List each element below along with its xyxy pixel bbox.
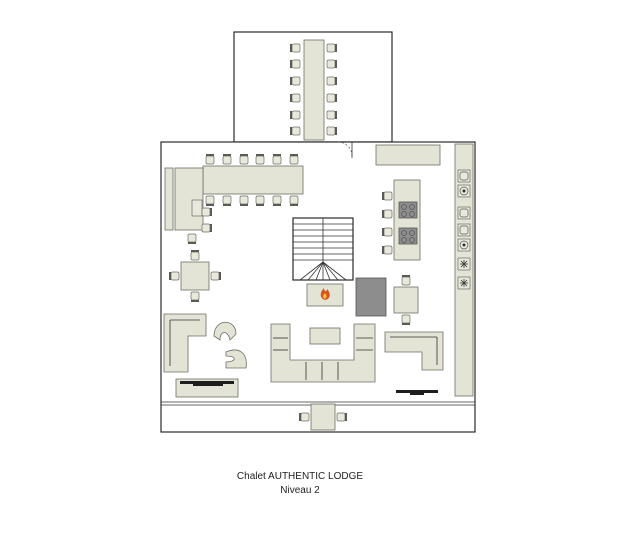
fridge-icon — [457, 257, 471, 271]
chair-icon — [255, 154, 265, 165]
sofa-left — [163, 313, 207, 373]
annex-dining-table — [290, 39, 337, 141]
chair-icon — [326, 59, 337, 69]
chair-icon — [382, 245, 393, 255]
tv-cabinet-left — [175, 378, 239, 398]
tv-cabinet-right — [396, 390, 438, 395]
bench — [164, 167, 204, 231]
chair-icon — [401, 314, 411, 325]
chair-icon — [255, 195, 265, 206]
sink-icon — [457, 206, 471, 220]
chair-icon — [326, 126, 337, 136]
staircase — [292, 217, 354, 281]
chair-icon — [222, 195, 232, 206]
door-icon — [337, 141, 353, 158]
caption-level: Niveau 2 — [280, 485, 320, 496]
chair-icon — [290, 110, 301, 120]
chair-icon — [290, 93, 301, 103]
sink-icon — [457, 169, 471, 183]
main-dining-table — [202, 154, 304, 206]
chair-icon — [222, 154, 232, 165]
caption-title: Chalet AUTHENTIC LODGE — [236, 471, 364, 482]
dark-pillar — [355, 277, 387, 317]
chair-icon — [336, 412, 347, 422]
armchair — [213, 321, 237, 341]
oven-icon — [457, 184, 471, 198]
chair-icon — [272, 195, 282, 206]
fire-icon — [320, 288, 330, 300]
chair-icon — [326, 76, 337, 86]
chair-icon — [210, 271, 221, 281]
chair-icon — [326, 93, 337, 103]
chair-icon — [401, 275, 411, 286]
kitchen-counter — [375, 143, 474, 397]
chair-icon — [239, 195, 249, 206]
chair-icon — [187, 233, 197, 244]
chair-icon — [201, 207, 212, 217]
chair-icon — [205, 195, 215, 206]
chair-icon — [272, 154, 282, 165]
oven-icon — [457, 238, 471, 252]
plan-caption: Chalet AUTHENTIC LODGE Niveau 2 — [200, 470, 400, 498]
fireplace — [306, 283, 344, 307]
armchair — [225, 349, 247, 369]
chair-icon — [289, 195, 299, 206]
fridge-icon — [457, 276, 471, 290]
chair-icon — [169, 271, 180, 281]
chair-icon — [382, 227, 393, 237]
chair-icon — [290, 126, 301, 136]
chair-icon — [382, 209, 393, 219]
chair-icon — [205, 154, 215, 165]
small-table-left — [169, 250, 221, 302]
chair-icon — [190, 291, 200, 302]
cooktop-icon — [398, 227, 418, 245]
sink-icon — [457, 223, 471, 237]
chair-icon — [239, 154, 249, 165]
bench-side-chairs — [187, 207, 212, 244]
chair-icon — [326, 43, 337, 53]
small-table-right — [393, 275, 419, 325]
chair-icon — [201, 223, 212, 233]
chair-icon — [290, 43, 301, 53]
coffee-table — [309, 327, 341, 345]
balcony-table — [299, 403, 347, 431]
chair-icon — [326, 110, 337, 120]
sofa-center — [270, 323, 376, 383]
chair-icon — [290, 76, 301, 86]
chair-icon — [382, 191, 393, 201]
chair-icon — [289, 154, 299, 165]
cooktop-icon — [398, 201, 418, 219]
chair-icon — [190, 250, 200, 261]
chair-icon — [290, 59, 301, 69]
sofa-right — [384, 331, 444, 371]
kitchen-island — [382, 179, 421, 261]
chair-icon — [299, 412, 310, 422]
